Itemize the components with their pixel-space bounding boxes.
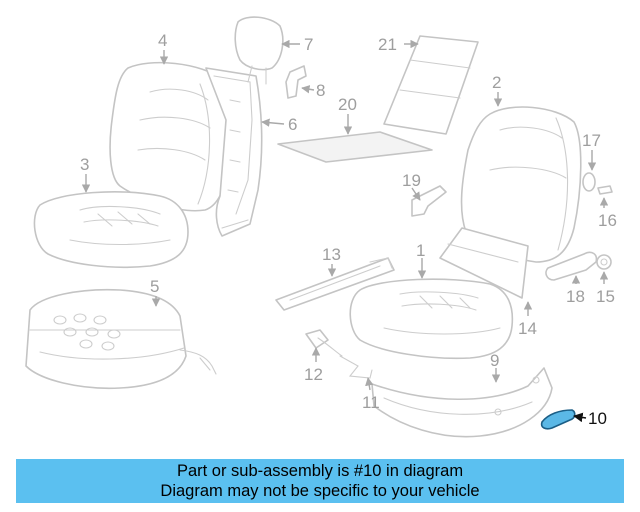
callout-5: 5 bbox=[150, 277, 159, 296]
banner-line-2: Diagram may not be specific to your vehi… bbox=[160, 482, 480, 500]
leader-lines bbox=[81, 39, 609, 423]
part-4-seatback-left[interactable] bbox=[109, 61, 235, 212]
part-3-seat-cushion-left[interactable] bbox=[33, 191, 189, 269]
callout-19: 19 bbox=[402, 171, 421, 190]
callout-18: 18 bbox=[566, 287, 585, 306]
part-5-seat-frame[interactable] bbox=[25, 288, 217, 390]
callout-17: 17 bbox=[582, 131, 601, 150]
part-14-back-panel[interactable] bbox=[439, 227, 529, 299]
callout-6: 6 bbox=[288, 115, 297, 134]
part-11-spring-wire[interactable] bbox=[339, 355, 373, 379]
callout-11: 11 bbox=[362, 393, 380, 412]
callout-12: 12 bbox=[304, 365, 323, 384]
callout-2: 2 bbox=[492, 73, 501, 92]
callout-4: 4 bbox=[158, 31, 167, 50]
part-10-highlighted[interactable] bbox=[540, 409, 576, 430]
callout-10: 10 bbox=[588, 409, 607, 428]
part-21-back-pad[interactable] bbox=[383, 35, 479, 135]
callout-15: 15 bbox=[596, 287, 615, 306]
callout-labels: 4 3 5 6 7 8 20 21 2 17 16 19 18 15 14 1 … bbox=[80, 31, 617, 428]
part-15-cap[interactable] bbox=[596, 254, 612, 270]
callout-8: 8 bbox=[316, 81, 325, 100]
part-20-back-board[interactable] bbox=[277, 131, 433, 163]
callout-13: 13 bbox=[322, 245, 341, 264]
part-13-seat-track[interactable] bbox=[275, 257, 395, 311]
part-17-knob[interactable] bbox=[582, 172, 596, 192]
callout-16: 16 bbox=[598, 211, 617, 230]
banner-line-1: Part or sub-assembly is #10 in diagram bbox=[176, 462, 464, 480]
part-9-side-cover[interactable] bbox=[371, 367, 553, 438]
callout-9: 9 bbox=[490, 351, 499, 370]
callout-14: 14 bbox=[518, 319, 537, 338]
callout-1: 1 bbox=[416, 241, 425, 260]
callout-7: 7 bbox=[304, 35, 313, 54]
part-16-clip[interactable] bbox=[597, 185, 613, 195]
part-6-seatback-frame[interactable] bbox=[205, 67, 263, 237]
part-12-adjuster-cable[interactable] bbox=[305, 329, 343, 357]
part-7-headrest[interactable] bbox=[234, 16, 284, 85]
callout-20: 20 bbox=[338, 95, 357, 114]
part-8-headrest-guide[interactable] bbox=[285, 65, 307, 99]
seat-parts-diagram: 4 3 5 6 7 8 20 21 2 17 16 19 18 15 14 1 … bbox=[25, 16, 617, 438]
part-19-bracket[interactable] bbox=[411, 185, 447, 217]
info-banner: Part or sub-assembly is #10 in diagram D… bbox=[16, 459, 624, 503]
part-2-seatback-right[interactable] bbox=[460, 106, 582, 263]
part-1-seat-cushion-right[interactable] bbox=[349, 278, 514, 360]
callout-3: 3 bbox=[80, 155, 89, 174]
callout-21: 21 bbox=[378, 35, 397, 54]
part-18-recliner-handle[interactable] bbox=[545, 251, 598, 281]
